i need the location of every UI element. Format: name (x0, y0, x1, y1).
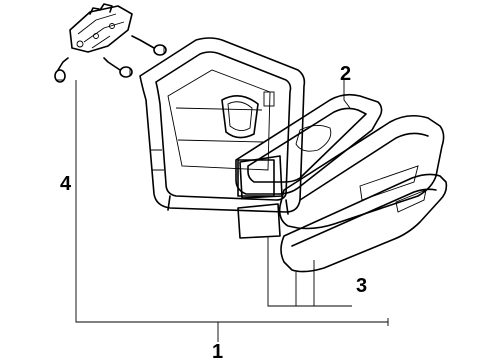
callout-label-1: 1 (212, 341, 223, 360)
upper-outer-lens (278, 114, 445, 230)
bulb-left (54, 57, 69, 83)
lower-outer-lens (280, 173, 448, 273)
bulb-center (103, 57, 133, 78)
socket-bulb-assembly (69, 3, 133, 53)
lamp-housing (139, 37, 306, 215)
side-reflector-lower (237, 203, 281, 239)
callout-label-4: 4 (60, 173, 72, 195)
side-reflector-upper (239, 155, 283, 199)
leader-lines (75, 80, 389, 342)
callout-label-3: 3 (356, 275, 367, 297)
bulb-right (131, 35, 167, 56)
callout-label-2: 2 (340, 63, 351, 85)
